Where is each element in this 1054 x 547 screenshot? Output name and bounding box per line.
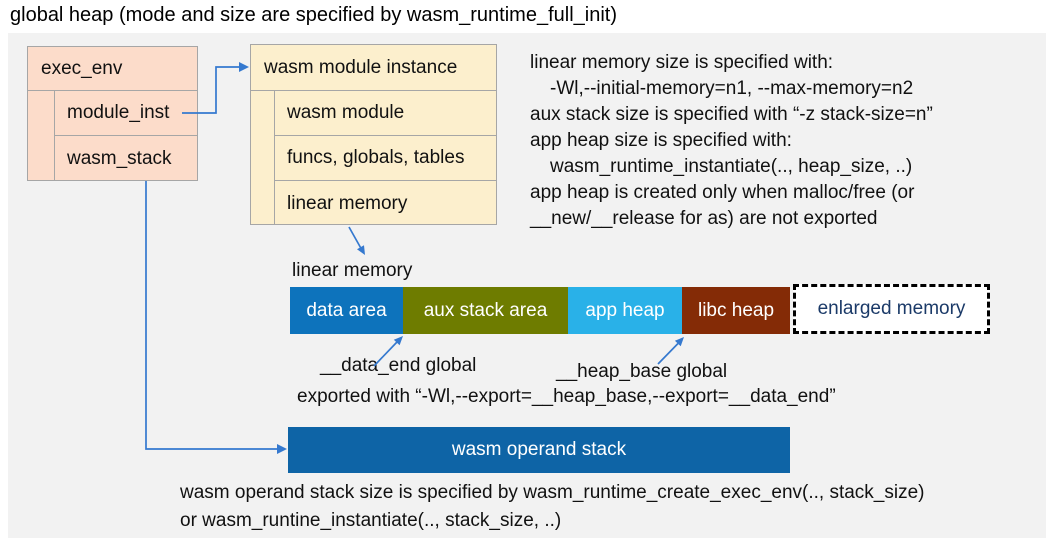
annotation-exported-with: exported with “-Wl,--export=__heap_base,… — [297, 386, 836, 407]
exec-env-box: exec_env module_inst wasm_stack — [27, 46, 198, 181]
module-instance-row-wasm-module: wasm module — [275, 91, 496, 136]
annotation-data-end-global: __data_end global — [320, 355, 477, 376]
operand-stack-notes: wasm operand stack size is specified by … — [180, 479, 925, 535]
module-instance-row-linear-memory: linear memory — [287, 192, 408, 214]
page-title: global heap (mode and size are specified… — [10, 4, 617, 26]
memory-segment-libc-heap: libc heap — [682, 287, 790, 334]
module-instance-row-funcs-globals-tables: funcs, globals, tables — [275, 136, 496, 181]
module-instance-rows: wasm module funcs, globals, tables linea… — [274, 91, 496, 224]
note-line: -Wl,--initial-memory=n1, --max-memory=n2 — [550, 78, 914, 99]
note-line: app heap size is specified with: — [530, 130, 792, 151]
memory-segment-enlarged-memory: enlarged memory — [793, 284, 990, 334]
module-instance-header: wasm module instance — [251, 45, 496, 91]
operand-stack-bar: wasm operand stack — [288, 427, 790, 473]
note-line: aux stack size is specified with “-z sta… — [530, 104, 933, 125]
note-line: __new/__release for as) are not exported — [530, 208, 878, 229]
exec-env-header: exec_env — [28, 47, 197, 91]
linear-memory-label: linear memory — [292, 260, 413, 281]
annotation-heap-base-global: __heap_base global — [556, 361, 728, 382]
note-line: app heap is created only when malloc/fre… — [530, 182, 915, 203]
memory-segment-app-heap: app heap — [568, 287, 682, 334]
exec-env-rows: module_inst wasm_stack — [54, 91, 197, 180]
note-line: wasm_runtime_instantiate(.., heap_size, … — [550, 156, 913, 177]
exec-env-row-module-inst: module_inst — [55, 91, 197, 136]
memory-segment-aux-stack-area: aux stack area — [403, 287, 568, 334]
exec-env-row-wasm-stack: wasm_stack — [67, 147, 172, 169]
operand-note-line: or wasm_runtine_instantiate(.., stack_si… — [180, 510, 562, 531]
operand-note-line: wasm operand stack size is specified by … — [180, 482, 925, 503]
module-instance-box: wasm module instance wasm module funcs, … — [250, 44, 497, 225]
note-line: linear memory size is specified with: — [530, 52, 834, 73]
size-notes-block: linear memory size is specified with: -W… — [530, 50, 933, 232]
memory-segment-data-area: data area — [290, 287, 403, 334]
